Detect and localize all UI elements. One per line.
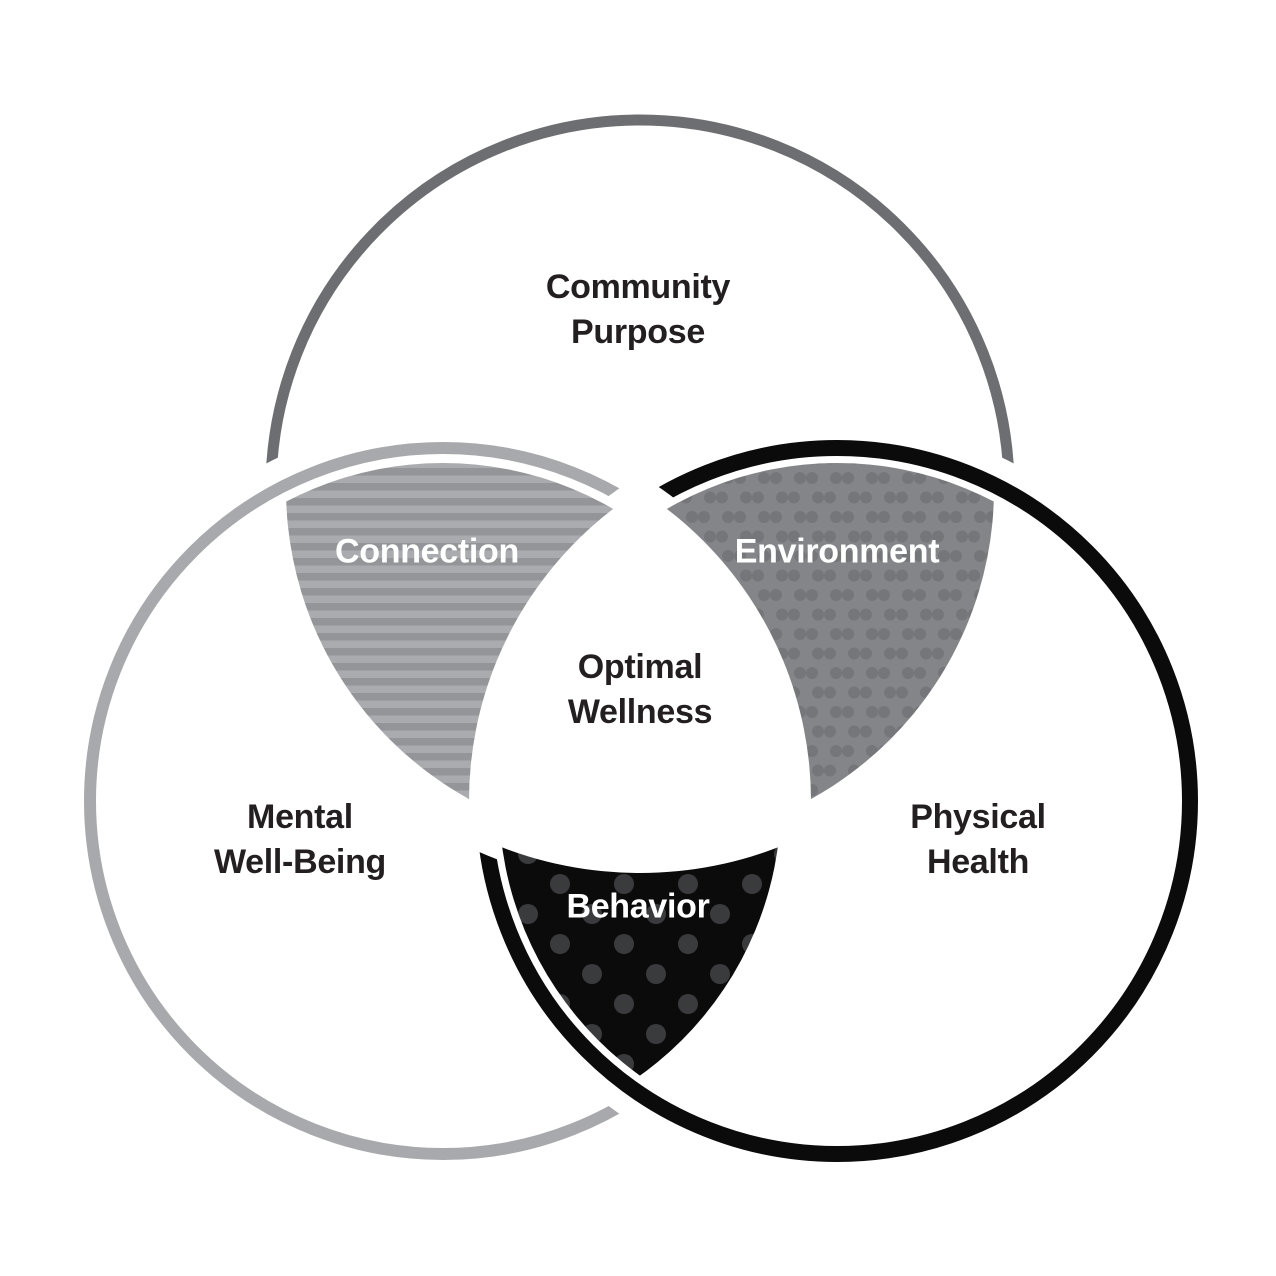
label-behavior: Behavior: [566, 887, 710, 926]
physical-health-circle: [476, 440, 1198, 1162]
label-community-purpose: Community Purpose: [545, 268, 731, 351]
label-mental-wellbeing: Mental Well-Being: [213, 798, 387, 881]
label-connection: Connection: [335, 532, 519, 571]
label-optimal-wellness: Optimal Wellness: [567, 648, 713, 731]
mental-wellbeing-circle: [84, 442, 802, 1160]
label-physical-health: Physical Health: [910, 798, 1046, 881]
label-environment: Environment: [734, 532, 940, 571]
